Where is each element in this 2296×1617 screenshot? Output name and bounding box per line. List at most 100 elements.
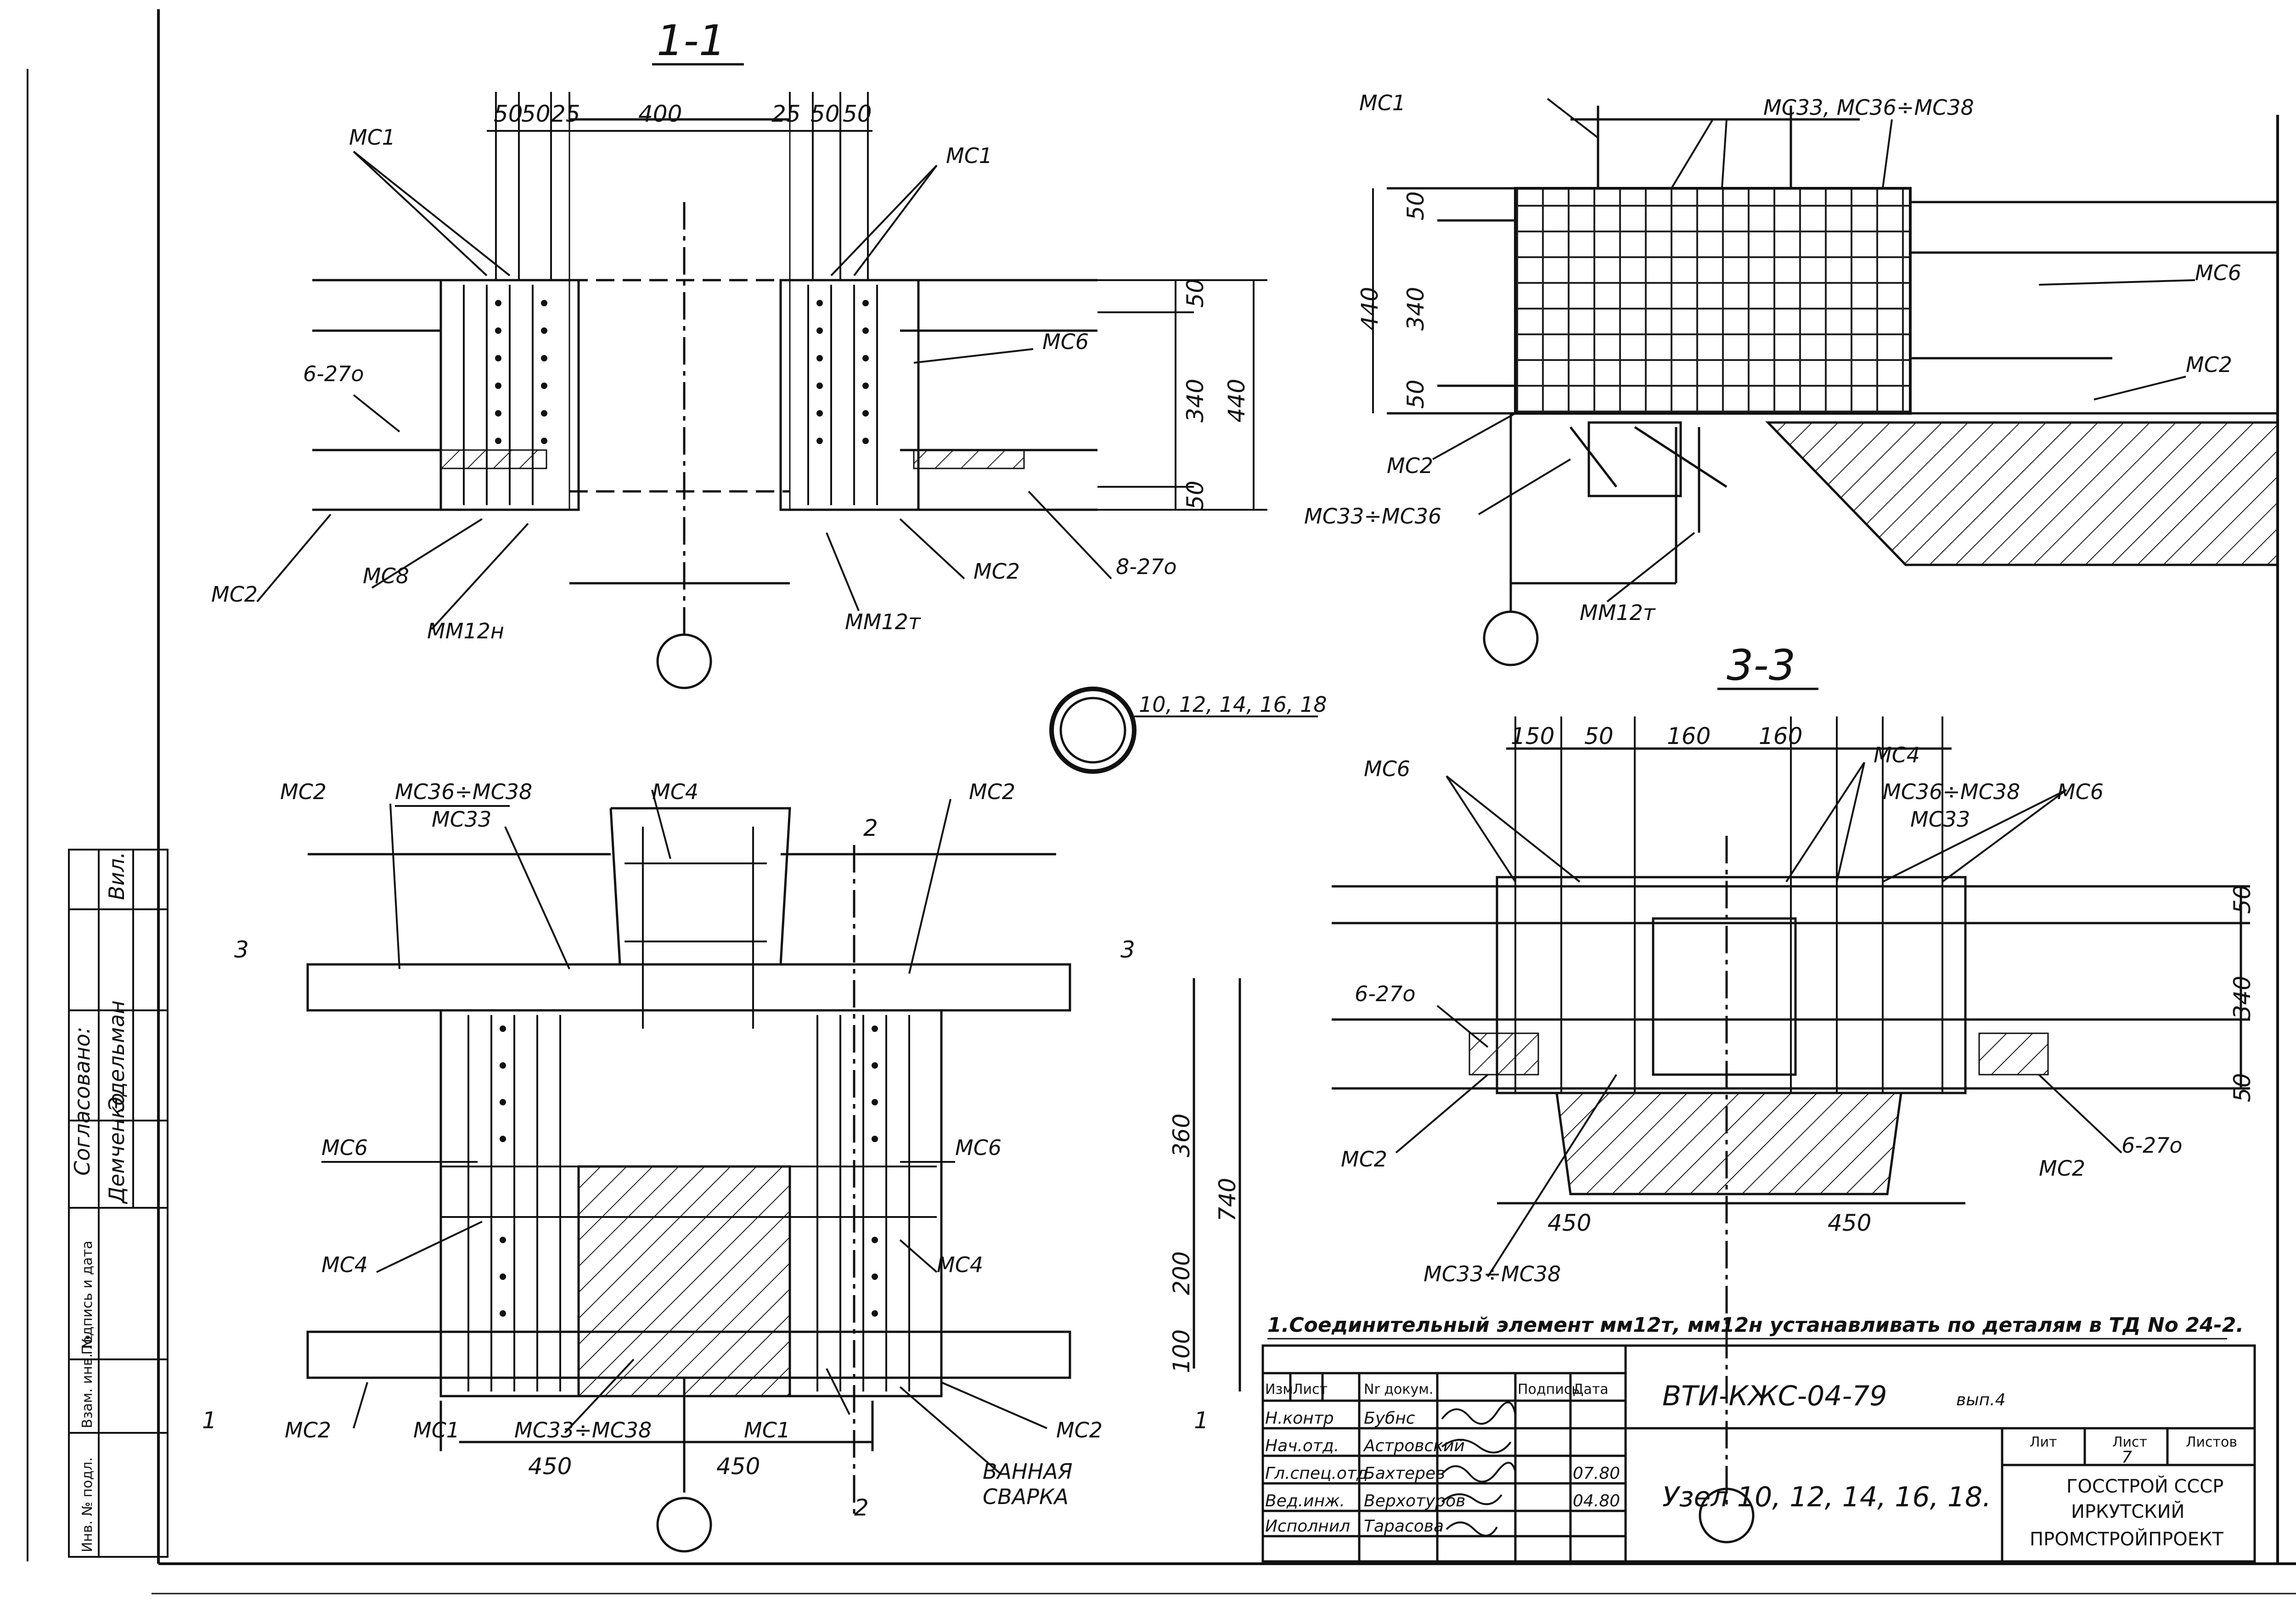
s11-dim-top-1: 50 <box>494 101 523 127</box>
tb-header-list: Лист <box>1293 1381 1328 1397</box>
plan-label-mc2-tl: МС2 <box>280 779 326 804</box>
plan-dim-100: 100 <box>1168 1330 1195 1373</box>
node-callout: 10, 12, 14, 16, 18 <box>1049 687 1327 774</box>
plan-dim-450-left: 450 <box>528 1453 572 1480</box>
plan-cut1-left: 1 <box>202 1407 217 1434</box>
plan-label-mc6-left: МС6 <box>321 1135 368 1160</box>
s11-dim-right-50a: 50 <box>1182 278 1209 308</box>
tb-header-date: Дата <box>1573 1381 1609 1397</box>
plan-cut2-top: 2 <box>863 815 878 841</box>
plan-label-mc36: МС36÷МС38 <box>395 779 532 804</box>
s11-label-mc2-right: МС2 <box>974 559 1020 584</box>
tb-name-5: Тарасова <box>1364 1517 1444 1536</box>
approval-row-2: Эдельман <box>104 1000 129 1112</box>
sheet-stage-label: Лит <box>2030 1434 2057 1450</box>
plan-label-mc4-right: МС4 <box>937 1252 983 1277</box>
signatures <box>1441 1401 1516 1537</box>
tb-role-3: Гл.спец.отд. <box>1265 1464 1373 1483</box>
section-1-1: 1-1 <box>211 16 1267 689</box>
general-note: 1.Соединительный элемент мм12т, мм12н ус… <box>1267 1313 2244 1337</box>
s11-dim-top-7: 50 <box>843 101 872 127</box>
margin-vzam-label: Взам. инв. № <box>79 1335 96 1428</box>
sheet-code: ВТИ-КЖС-04-79 <box>1662 1380 1887 1412</box>
s11-dim-top-5: 25 <box>771 101 801 127</box>
s22-label-mc6: МС6 <box>2195 260 2241 285</box>
plan-cut3-left: 3 <box>234 936 249 963</box>
s33-dim-right-340: 340 <box>2229 976 2256 1020</box>
s11-label-mc6: МС6 <box>1042 329 1089 354</box>
s33-dim-right-50b: 50 <box>2229 1073 2256 1102</box>
s11-label-rebar-right: 8-27о <box>1116 554 1177 579</box>
tb-role-2: Нач.отд. <box>1265 1437 1339 1455</box>
org-line-1: ГОССТРОЙ СССР <box>2066 1475 2223 1497</box>
s11-label-rebar-left: 6-27о <box>303 361 364 386</box>
section-3-3: 3-3 <box>1332 641 2256 1544</box>
approval-stamp <box>68 849 169 1558</box>
s11-label-mc1-left: МС1 <box>349 125 395 150</box>
s33-label-mc6-right: МС6 <box>2057 779 2104 804</box>
plan-label-mc6-right: МС6 <box>955 1135 1002 1160</box>
sheet-lists-label: Листов <box>2186 1434 2237 1450</box>
s22-label-mc2-left: МС2 <box>1387 453 1433 478</box>
s22-label-mc33: МС33, МС36÷МС38 <box>1763 95 1974 120</box>
s11-dim-right-340: 340 <box>1182 379 1209 423</box>
sheet-number: 7 <box>2122 1448 2132 1467</box>
s11-dim-top-4: 400 <box>638 101 682 127</box>
plan-view: МС2 МС36÷МС38 МС33 МС4 МС2 2 3 3 МС6 МС6… <box>202 779 1241 1553</box>
tb-header-doc: Nr докум. <box>1364 1381 1433 1397</box>
plan-label-weld-1: ВАННАЯ <box>983 1459 1073 1484</box>
org-line-3: ПРОМСТРОЙПРОЕКТ <box>2030 1528 2223 1550</box>
s22-dim-50a: 50 <box>1402 191 1429 220</box>
s33-dim-bottom-450b: 450 <box>1828 1210 1871 1236</box>
s11-dim-top-6: 50 <box>810 101 840 127</box>
plan-dim-200: 200 <box>1168 1251 1195 1295</box>
s22-dim-50b: 50 <box>1402 379 1429 409</box>
tb-role-1: Н.контр <box>1265 1409 1334 1428</box>
s11-label-mc8: МС8 <box>363 563 409 588</box>
plan-label-mc2-br: МС2 <box>1056 1418 1103 1442</box>
tb-header-izm: Изм <box>1265 1381 1293 1397</box>
tb-name-1: Бубнс <box>1364 1409 1415 1428</box>
node-title: Узел 10, 12, 14, 16, 18. <box>1662 1481 1991 1513</box>
tb-header-sign: Подпись <box>1518 1381 1580 1397</box>
drawing-frame <box>27 9 2296 1594</box>
tb-name-3: Бахтерев <box>1364 1464 1445 1483</box>
s11-label-mm12n: ММ12н <box>427 619 504 643</box>
s33-dim-bottom-450a: 450 <box>1548 1210 1591 1236</box>
plan-dim-740: 740 <box>1214 1178 1241 1222</box>
s22-dim-340: 340 <box>1402 287 1429 331</box>
plan-dim-360: 360 <box>1168 1114 1195 1157</box>
s33-label-mc2-right: МС2 <box>2039 1156 2085 1181</box>
s11-dim-top-2: 50 <box>521 101 551 127</box>
s33-label-rebar-right: 6-27о <box>2122 1133 2183 1158</box>
s33-dim-top-160a: 160 <box>1667 723 1711 749</box>
s22-label-mm12t: ММ12т <box>1580 600 1656 625</box>
s11-label-mm12t: ММ12т <box>845 609 921 634</box>
org-line-2: ИРКУТСКИЙ <box>2071 1500 2184 1522</box>
approval-heading: Согласовано: <box>70 1027 95 1176</box>
plan-label-mc2-tr: МС2 <box>969 779 1015 804</box>
tb-name-2: Астровский <box>1363 1437 1465 1455</box>
section-1-1-title: 1-1 <box>657 16 726 65</box>
tb-name-4: Верхотуров <box>1364 1492 1465 1510</box>
s33-dim-top-150: 150 <box>1511 723 1554 749</box>
plan-label-mc1-b2: МС1 <box>744 1418 790 1442</box>
section-2-2: МС1 МС33, МС36÷МС38 440 50 340 50 МС6 МС… <box>1304 90 2279 666</box>
plan-label-mc33: МС33 <box>432 807 491 832</box>
plan-label-mc2-bl: МС2 <box>285 1418 331 1442</box>
section-3-3-title: 3-3 <box>1727 641 1795 690</box>
plan-label-mc1-b: МС1 <box>413 1418 460 1442</box>
s33-label-rebar-left: 6-27о <box>1355 981 1416 1006</box>
s33-label-mc33: МС33 <box>1910 807 1970 832</box>
s33-label-mc36: МС36÷МС38 <box>1883 779 2020 804</box>
s22-label-mc2-right: МС2 <box>2186 352 2232 377</box>
s33-dim-top-50: 50 <box>1584 723 1614 749</box>
margin-inv-label: Инв. № подл. <box>79 1457 96 1552</box>
sheet-code-suffix: вып.4 <box>1956 1391 2006 1409</box>
plan-label-mc4-left: МС4 <box>321 1252 368 1277</box>
s33-label-mc33-38: МС33÷МС38 <box>1424 1262 1561 1286</box>
s11-dim-right-50b: 50 <box>1182 480 1209 510</box>
sheet-list-label: Лист <box>2112 1434 2147 1450</box>
plan-dim-450-right: 450 <box>716 1453 760 1480</box>
